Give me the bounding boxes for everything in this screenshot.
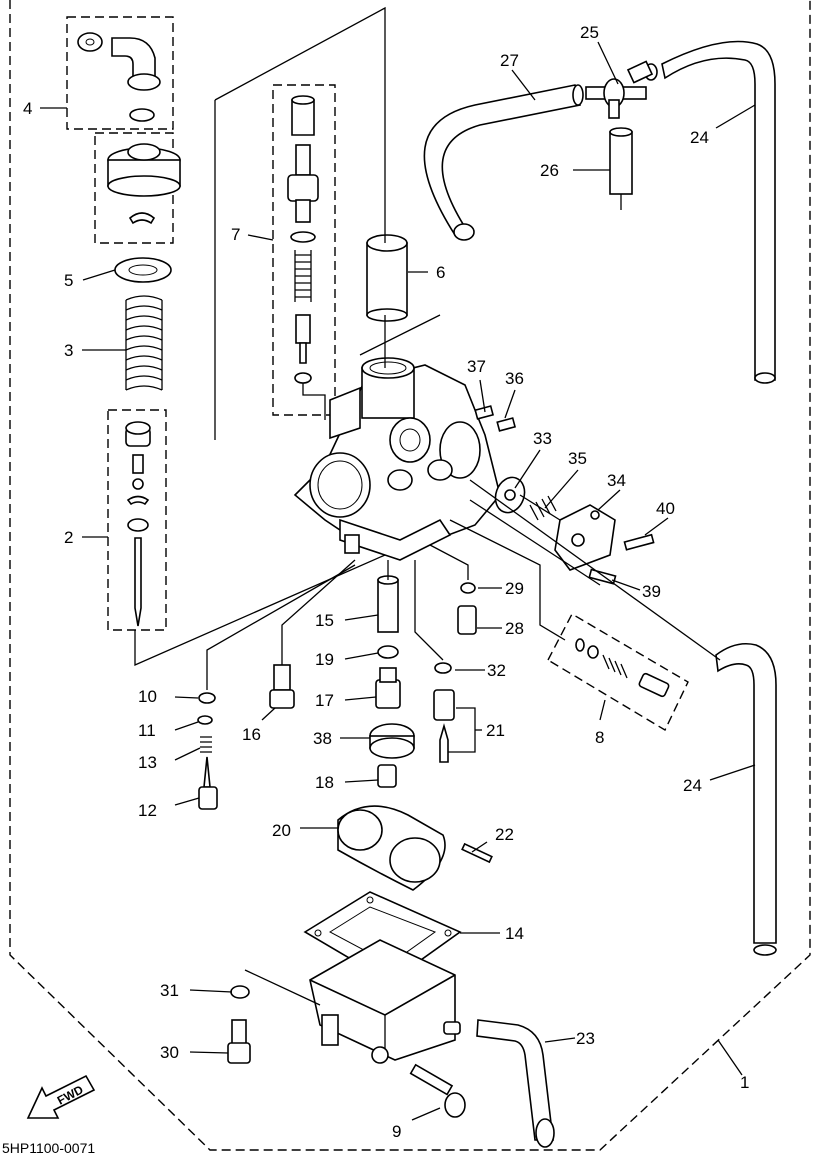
part-4-group <box>66 16 181 244</box>
part-23-hose <box>476 1019 555 1148</box>
callout-5: 5 <box>64 271 73 290</box>
part-27-hose <box>423 84 584 241</box>
callout-34: 34 <box>607 471 626 490</box>
callout-17: 17 <box>315 691 334 710</box>
part-24-hose-upper <box>661 40 776 384</box>
drawing-code: 5HP1100-0071 <box>2 1140 95 1155</box>
callout-29: 29 <box>505 579 524 598</box>
part-6-slide <box>366 234 408 322</box>
callout-18: 18 <box>315 773 334 792</box>
callout-24-lower: 24 <box>683 776 702 795</box>
callout-39: 39 <box>642 582 661 601</box>
callout-9: 9 <box>392 1122 401 1141</box>
callout-35: 35 <box>568 449 587 468</box>
callout-21: 21 <box>486 721 505 740</box>
fwd-arrow-icon: FWD <box>26 1074 96 1119</box>
callout-37: 37 <box>467 357 486 376</box>
part-5-washer <box>114 257 172 283</box>
callout-7: 7 <box>231 225 240 244</box>
part-26-hose <box>609 127 633 195</box>
callout-2: 2 <box>64 528 73 547</box>
part-20-float <box>337 805 446 891</box>
callout-6: 6 <box>436 263 445 282</box>
callout-33: 33 <box>533 429 552 448</box>
part-25-fitting <box>585 60 658 119</box>
callout-16: 16 <box>242 725 261 744</box>
callout-32: 32 <box>487 661 506 680</box>
callout-26: 26 <box>540 161 559 180</box>
callout-15: 15 <box>315 611 334 630</box>
callout-27: 27 <box>500 51 519 70</box>
center-column-parts <box>369 575 415 788</box>
float-bowl <box>309 939 461 1064</box>
callout-13: 13 <box>138 753 157 772</box>
parts-33-40 <box>474 405 655 585</box>
callout-4: 4 <box>23 99 32 118</box>
callout-14: 14 <box>505 924 524 943</box>
callout-25: 25 <box>580 23 599 42</box>
part-3-spring <box>125 295 163 391</box>
right-center-parts <box>433 582 477 763</box>
part-9-screw <box>409 1063 466 1118</box>
reference-lines <box>134 6 721 1006</box>
callout-30: 30 <box>160 1043 179 1062</box>
assembly-boundary <box>9 0 811 1151</box>
part-22-pin <box>461 842 493 864</box>
leader-lines <box>40 41 756 1121</box>
callout-8: 8 <box>595 728 604 747</box>
callout-12: 12 <box>138 801 157 820</box>
part-7-group <box>272 84 336 416</box>
callout-23: 23 <box>576 1029 595 1048</box>
callout-28: 28 <box>505 619 524 638</box>
callout-40: 40 <box>656 499 675 518</box>
callout-1: 1 <box>740 1073 749 1092</box>
callout-20: 20 <box>272 821 291 840</box>
callout-22: 22 <box>495 825 514 844</box>
part-24-hose-lower <box>715 642 777 956</box>
callout-36: 36 <box>505 369 524 388</box>
callout-19: 19 <box>315 650 334 669</box>
left-lower-parts <box>197 664 295 810</box>
parts-30-31 <box>227 985 251 1064</box>
callout-labels: 1 2 3 4 5 6 7 8 9 10 11 12 13 14 15 16 1… <box>23 23 749 1141</box>
callout-24-upper: 24 <box>690 128 709 147</box>
callout-10: 10 <box>138 687 157 706</box>
callout-31: 31 <box>160 981 179 1000</box>
callout-11: 11 <box>138 721 156 740</box>
part-8-group <box>547 613 689 731</box>
callout-38: 38 <box>313 729 332 748</box>
carburetor-body <box>293 357 501 561</box>
callout-3: 3 <box>64 341 73 360</box>
part-2-group <box>107 409 167 631</box>
